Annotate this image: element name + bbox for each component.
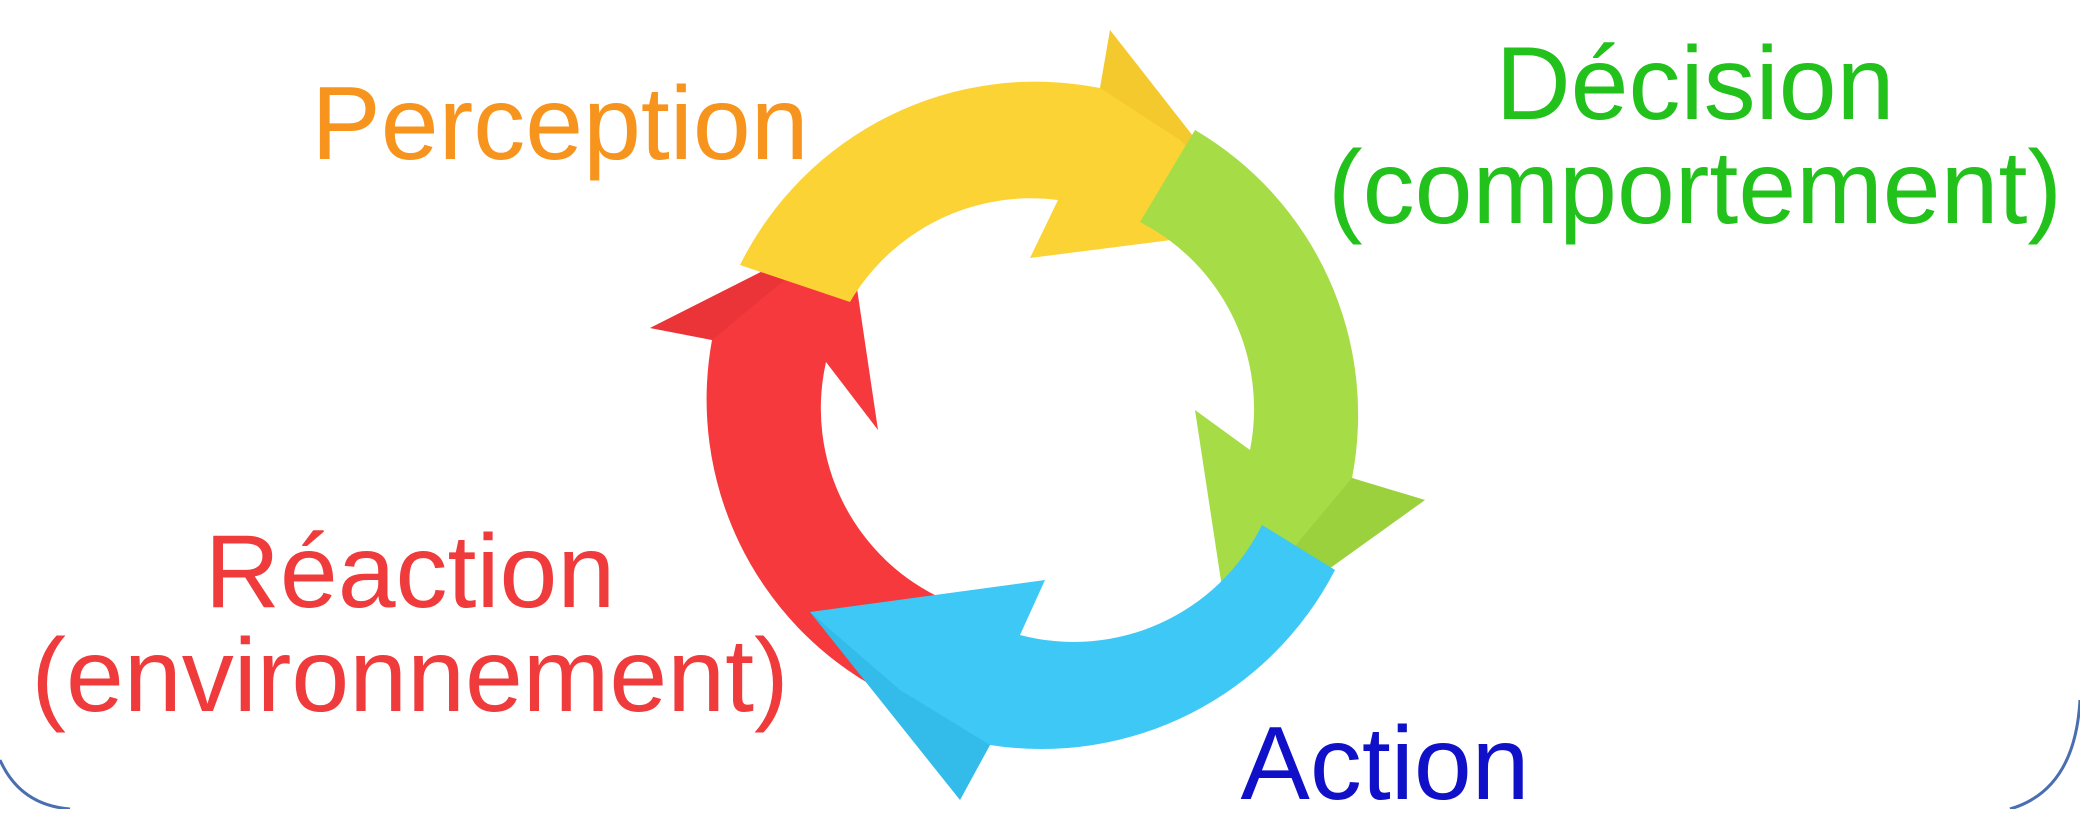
decision-label: Décision (comportement): [1328, 26, 2062, 246]
perception-label: Perception: [311, 66, 809, 182]
reaction-label: Réaction (environnement): [31, 514, 789, 734]
frame-right-curve: [2009, 699, 2080, 809]
blue-arrow: [810, 525, 1335, 800]
action-label: Action: [1240, 706, 1530, 822]
frame-left-curve: [0, 759, 71, 809]
